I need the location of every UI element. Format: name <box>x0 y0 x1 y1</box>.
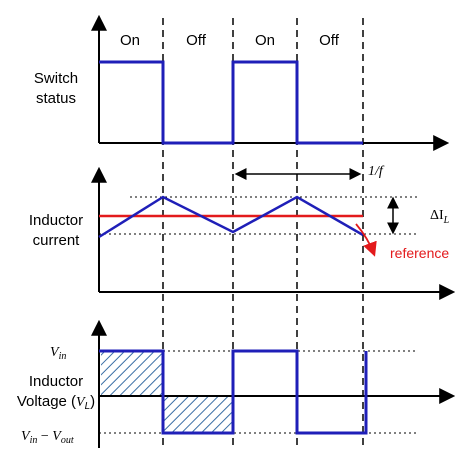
period-annotation: 1/f <box>234 164 385 180</box>
inductor-voltage-panel: Vin Inductor Voltage (VL) Vin − Vout <box>17 319 456 448</box>
current-label-line-1: Inductor <box>29 212 83 229</box>
phase-label-off-1: Off <box>186 32 207 49</box>
current-waveform <box>98 195 364 239</box>
reference-pointer <box>355 223 377 257</box>
switch-label-line-2: status <box>36 90 76 107</box>
ripple-label: ΔIL <box>430 208 450 226</box>
period-label: 1/f <box>368 164 385 179</box>
negative-volt-second-area <box>164 397 232 432</box>
switch-waveform <box>99 60 363 145</box>
phase-label-on-2: On <box>255 32 275 49</box>
phase-separators <box>162 18 364 448</box>
voltage-label-line-2: Voltage (VL) <box>17 393 95 412</box>
phase-label-on-1: On <box>120 32 140 49</box>
switch-status-panel: Switch status <box>34 14 450 151</box>
positive-volt-second-area <box>101 352 162 395</box>
reference-label: reference <box>390 245 449 261</box>
phase-label-off-2: Off <box>319 32 340 49</box>
inductor-current-panel: ΔIL reference Inductor current <box>29 166 456 300</box>
voltage-waveform <box>99 349 368 435</box>
vin-minus-vout-label: Vin − Vout <box>21 429 74 446</box>
switch-label-line-1: Switch <box>34 70 78 87</box>
current-label-line-2: current <box>33 232 81 249</box>
vin-label: Vin <box>50 345 66 362</box>
voltage-label-line-1: Inductor <box>29 373 83 390</box>
